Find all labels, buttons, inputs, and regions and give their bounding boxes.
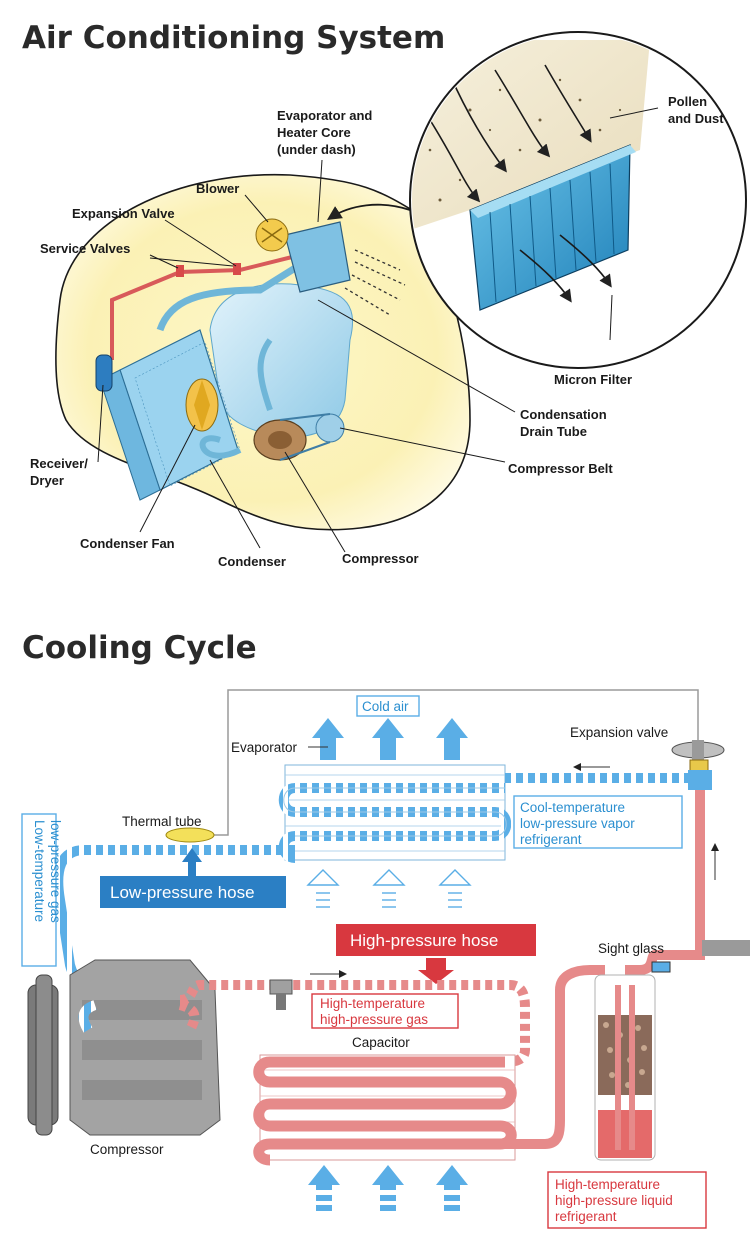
evaporator-core bbox=[278, 764, 512, 863]
label-compressor-belt: Compressor Belt bbox=[508, 461, 613, 476]
receiver-dryer-unit bbox=[95, 354, 113, 392]
ac-system-title: Air Conditioning System bbox=[22, 20, 446, 56]
condenser-fan bbox=[185, 378, 219, 432]
label-cool-l3: refrigerant bbox=[520, 832, 582, 847]
low-hose-arrow bbox=[182, 848, 202, 876]
service-valve-a bbox=[176, 265, 184, 277]
high-liquid-line bbox=[500, 965, 605, 1149]
cool-vapor-box bbox=[513, 795, 683, 849]
receiver-dryer-cycle bbox=[594, 974, 656, 1161]
label-capacitor: Capacitor bbox=[352, 1035, 410, 1050]
intake-arrows-evaporator bbox=[306, 869, 472, 908]
intake-arrows-condenser bbox=[308, 1165, 468, 1211]
service-port-stem bbox=[276, 994, 286, 1010]
label-pollen-line1: Pollen bbox=[668, 94, 707, 109]
cooling-cycle-diagram: Cold air Evaporator Expansion valve Cool… bbox=[21, 689, 750, 1229]
cooling-cycle-title: Cooling Cycle bbox=[22, 630, 257, 666]
label-compressor: Compressor bbox=[342, 551, 419, 566]
label-receiver-line1: Receiver/ bbox=[30, 456, 88, 471]
expansion-valve-unit bbox=[671, 740, 725, 790]
high-liquid-box bbox=[547, 1171, 707, 1229]
label-evaporator-line3: (under dash) bbox=[277, 142, 356, 157]
label-expansion-valve-cycle: Expansion valve bbox=[570, 725, 668, 740]
high-gas-box bbox=[311, 993, 459, 1029]
label-evaporator-line1: Evaporator and bbox=[277, 108, 372, 123]
label-micron-filter: Micron Filter bbox=[554, 372, 632, 387]
label-cool-l1: Cool-temperature bbox=[520, 800, 625, 815]
cold-air-arrows bbox=[312, 718, 468, 760]
label-high-gas-l1: High-temperature bbox=[320, 996, 425, 1011]
label-low-gas-l1: Low-temperature bbox=[32, 820, 47, 922]
high-gas-line bbox=[179, 980, 530, 1067]
label-low-gas-l2: low-pressure gas bbox=[48, 820, 63, 923]
label-blower: Blower bbox=[196, 181, 239, 196]
high-hose-arrow bbox=[418, 958, 454, 984]
label-high-liq-l2: high-pressure liquid bbox=[555, 1193, 673, 1208]
compressor-in-stub bbox=[78, 1000, 97, 1033]
label-condenser-fan: Condenser Fan bbox=[80, 536, 175, 551]
low-hose-banner bbox=[100, 876, 286, 908]
compressor-out-stub bbox=[178, 1000, 200, 1033]
condenser-core bbox=[253, 1054, 517, 1166]
ac-system-illustration: Evaporator and Heater Core (under dash) … bbox=[30, 31, 747, 569]
thermal-tube-bulb bbox=[165, 827, 215, 843]
label-evaporator-line2: Heater Core bbox=[277, 125, 351, 140]
magnifier-pointer bbox=[326, 203, 411, 220]
label-high-gas-l2: high-pressure gas bbox=[320, 1012, 428, 1027]
side-fitting bbox=[702, 940, 750, 956]
sight-glass-unit bbox=[651, 961, 671, 973]
label-cold-air: Cold air bbox=[362, 699, 409, 714]
label-compressor-cycle: Compressor bbox=[90, 1142, 164, 1157]
high-hose-banner bbox=[336, 924, 536, 956]
label-drain-line1: Condensation bbox=[520, 407, 607, 422]
cold-air-box bbox=[356, 695, 420, 717]
blue-line-2 bbox=[199, 338, 273, 459]
label-drain-line2: Drain Tube bbox=[520, 424, 587, 439]
blue-line bbox=[156, 262, 302, 332]
label-cool-l2: low-pressure vapor bbox=[520, 816, 635, 831]
label-pollen-line2: and Dust bbox=[668, 111, 724, 126]
leader-lines bbox=[97, 107, 659, 553]
label-thermal-tube: Thermal tube bbox=[122, 814, 202, 829]
label-high-hose: High-pressure hose bbox=[350, 931, 498, 950]
compressor-cycle-unit bbox=[27, 959, 221, 1136]
label-expansion-valve: Expansion Valve bbox=[72, 206, 175, 221]
service-valve-b bbox=[233, 263, 241, 275]
label-condenser: Condenser bbox=[218, 554, 286, 569]
label-low-hose: Low-pressure hose bbox=[110, 883, 255, 902]
evaporator-blower bbox=[255, 218, 406, 316]
label-sight-glass: Sight glass bbox=[598, 941, 664, 956]
label-service-valves: Service Valves bbox=[40, 241, 130, 256]
label-receiver-line2: Dryer bbox=[30, 473, 64, 488]
filter-magnifier bbox=[409, 31, 747, 369]
liquid-riser bbox=[625, 790, 705, 975]
label-evaporator: Evaporator bbox=[231, 740, 298, 755]
label-high-liq-l3: refrigerant bbox=[555, 1209, 617, 1224]
low-gas-box bbox=[21, 813, 57, 967]
thermal-tube-line bbox=[205, 689, 699, 836]
label-high-liq-l1: High-temperature bbox=[555, 1177, 660, 1192]
service-port bbox=[269, 979, 293, 995]
